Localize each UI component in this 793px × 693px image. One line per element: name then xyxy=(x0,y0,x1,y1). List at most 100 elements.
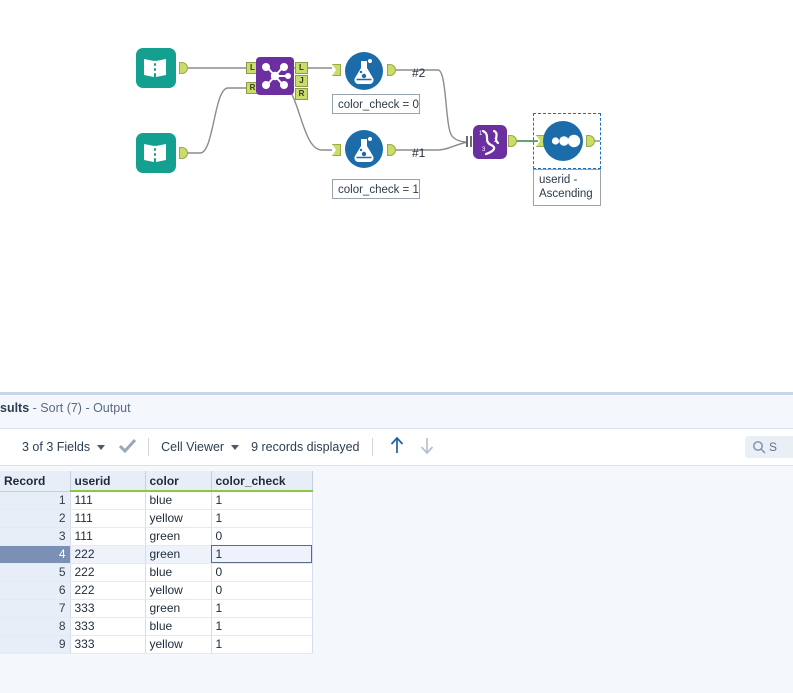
filter-top-annotation: color_check = 0 xyxy=(332,94,420,114)
text-input-1-output-anchor[interactable] xyxy=(179,62,188,74)
results-title-rest: - Sort (7) - Output xyxy=(29,401,131,415)
chevron-down-icon xyxy=(231,444,240,450)
row-number-cell[interactable]: 2 xyxy=(0,509,71,528)
row-number-cell[interactable]: 6 xyxy=(0,581,71,600)
search-placeholder: S xyxy=(769,440,778,454)
column-header-color-check[interactable]: color_check xyxy=(211,471,313,492)
sort-output-anchor[interactable] xyxy=(586,135,595,147)
union-output-anchor[interactable] xyxy=(508,135,517,147)
connection-label-2: #2 xyxy=(412,66,426,80)
cell-color[interactable]: green xyxy=(145,545,212,564)
filter-top-output-anchor[interactable] xyxy=(387,64,396,76)
cell-userid[interactable]: 333 xyxy=(70,635,146,654)
row-number-cell[interactable]: 3 xyxy=(0,527,71,546)
row-number-cell[interactable]: 5 xyxy=(0,563,71,582)
text-input-tool-1[interactable] xyxy=(136,48,176,88)
cell-color_check[interactable]: 1 xyxy=(211,545,313,564)
cell-userid[interactable]: 222 xyxy=(70,581,146,600)
column-header-record[interactable]: Record xyxy=(0,471,71,492)
view-mode-selector[interactable]: Cell Viewer xyxy=(161,440,240,454)
search-input[interactable]: S xyxy=(745,436,793,458)
fields-selector-label: 3 of 3 Fields xyxy=(22,440,91,454)
cell-userid[interactable]: 333 xyxy=(70,599,146,618)
cell-color_check[interactable]: 0 xyxy=(211,563,313,582)
table-header-row: Record userid color color_check xyxy=(0,471,313,492)
join-output-join-anchor[interactable]: J xyxy=(295,75,308,87)
filter-bottom-output-anchor[interactable] xyxy=(387,144,396,156)
cell-userid[interactable]: 222 xyxy=(70,545,146,564)
workflow-canvas[interactable]: L R L J R xyxy=(0,0,793,394)
cell-color_check[interactable]: 0 xyxy=(211,581,313,600)
flask-icon xyxy=(354,137,374,163)
check-glyph xyxy=(119,438,137,453)
flask-icon xyxy=(354,59,374,85)
cell-color_check[interactable]: 1 xyxy=(211,617,313,636)
union-input-anchor-glyph xyxy=(466,136,472,147)
text-input-tool-2[interactable] xyxy=(136,133,176,173)
results-title-strong: sults xyxy=(0,401,30,415)
connection-label-1: #1 xyxy=(412,146,426,160)
arrow-up-icon[interactable] xyxy=(389,436,405,458)
cell-color[interactable]: blue xyxy=(145,617,212,636)
join-output-left-anchor[interactable]: L xyxy=(295,62,308,74)
arrow-down-icon[interactable] xyxy=(419,436,435,458)
fields-selector[interactable]: 3 of 3 Fields xyxy=(22,440,106,454)
check-icon[interactable] xyxy=(119,438,137,456)
column-header-color[interactable]: color xyxy=(145,471,212,492)
row-number-cell[interactable]: 8 xyxy=(0,617,71,636)
records-displayed-label: 9 records displayed xyxy=(251,440,360,454)
book-icon xyxy=(144,144,166,162)
svg-text:1: 1 xyxy=(479,131,483,137)
filter-bottom-annotation: color_check = 1 xyxy=(332,179,420,199)
row-number-cell[interactable]: 7 xyxy=(0,599,71,618)
view-mode-label: Cell Viewer xyxy=(161,440,225,454)
cell-color[interactable]: yellow xyxy=(145,635,212,654)
toolbar-separator-2 xyxy=(371,438,373,456)
cell-color[interactable]: blue xyxy=(145,563,212,582)
cell-color[interactable]: blue xyxy=(145,491,212,510)
join-tool[interactable] xyxy=(256,57,294,95)
cell-color_check[interactable]: 1 xyxy=(211,491,313,510)
union-tool[interactable]: 1 2 3 xyxy=(473,125,507,159)
sort-tool-selection-box xyxy=(533,113,601,169)
cell-color_check[interactable]: 1 xyxy=(211,509,313,528)
cell-color_check[interactable]: 0 xyxy=(211,527,313,546)
text-input-2-output-anchor[interactable] xyxy=(179,147,188,159)
cell-color_check[interactable]: 1 xyxy=(211,635,313,654)
cell-color[interactable]: yellow xyxy=(145,509,212,528)
cell-color_check[interactable]: 1 xyxy=(211,599,313,618)
cell-color[interactable]: green xyxy=(145,599,212,618)
cell-userid[interactable]: 333 xyxy=(70,617,146,636)
filter-tool-top[interactable] xyxy=(345,52,383,90)
panel-divider[interactable] xyxy=(0,392,793,395)
toolbar-separator-1 xyxy=(148,438,150,456)
cell-userid[interactable]: 111 xyxy=(70,491,146,510)
column-header-userid[interactable]: userid xyxy=(70,471,146,492)
results-panel: sults - Sort (7) - Output 3 of 3 Fields … xyxy=(0,395,793,693)
row-number-cell[interactable]: 9 xyxy=(0,635,71,654)
cell-userid[interactable]: 111 xyxy=(70,527,146,546)
cell-color[interactable]: green xyxy=(145,527,212,546)
row-number-cell[interactable]: 4 xyxy=(0,545,71,564)
cell-userid[interactable]: 222 xyxy=(70,563,146,582)
row-number-cell[interactable]: 1 xyxy=(0,491,71,510)
join-output-right-anchor[interactable]: R xyxy=(295,88,308,100)
cell-userid[interactable]: 111 xyxy=(70,509,146,528)
cell-color[interactable]: yellow xyxy=(145,581,212,600)
filter-tool-bottom[interactable] xyxy=(345,130,383,168)
chevron-down-icon xyxy=(97,444,106,450)
sort-tool[interactable] xyxy=(543,121,583,161)
sort-icon xyxy=(551,134,581,148)
